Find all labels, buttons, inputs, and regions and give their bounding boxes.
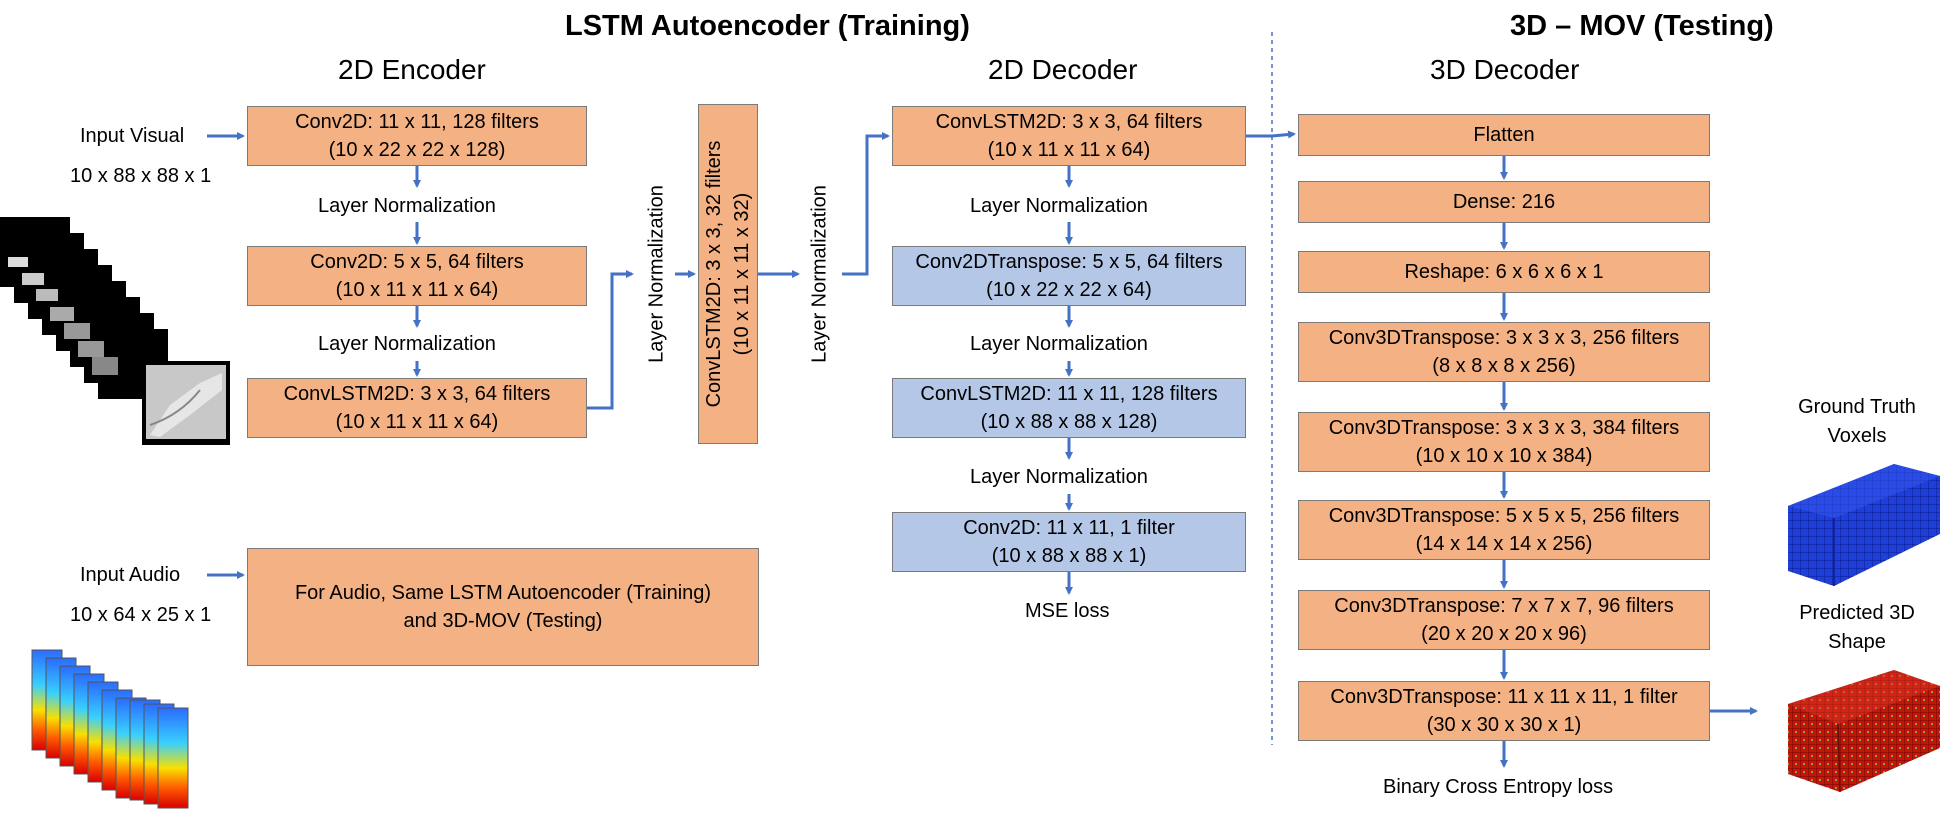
ground-truth-line-2: Voxels — [1827, 425, 1887, 447]
decoder-conv2d-title: Conv2D: 11 x 11, 1 filter — [963, 517, 1175, 539]
reshape-box: Reshape: 6 x 6 x 6 x 1 — [1298, 251, 1710, 293]
decoder-convlstm2d-1-title: ConvLSTM2D: 3 x 3, 64 filters — [935, 111, 1203, 133]
decoder-norm-2: Layer Normalization — [970, 333, 1148, 355]
encoder-norm-2: Layer Normalization — [318, 333, 496, 355]
conv3dtranspose-5-title: Conv3DTranspose: 11 x 11 x 11, 1 filter — [1330, 686, 1678, 708]
conv3dtranspose-4-shape: (20 x 20 x 20 x 96) — [1421, 623, 1587, 645]
audio-frames-icon — [31, 649, 189, 809]
conv3dtranspose-1-title: Conv3DTranspose: 3 x 3 x 3, 256 filters — [1328, 327, 1680, 349]
audio-note-line-2: and 3D-MOV (Testing) — [403, 610, 603, 632]
encoder-heading: 2D Encoder — [338, 54, 486, 85]
mse-loss-label: MSE loss — [1025, 600, 1110, 622]
encoder-conv2d-2-shape: (10 x 11 x 11 x 64) — [335, 279, 499, 301]
ground-truth-voxel-icon — [1788, 464, 1940, 586]
decoder-norm-1: Layer Normalization — [970, 195, 1148, 217]
input-audio-shape: 10 x 64 x 25 x 1 — [70, 604, 212, 626]
decoder-conv2dtranspose: Conv2DTranspose: 5 x 5, 64 filters (10 x… — [892, 246, 1246, 306]
audio-note-box: For Audio, Same LSTM Autoencoder (Traini… — [247, 548, 759, 666]
ground-truth-line-1: Ground Truth — [1798, 396, 1916, 418]
conv3dtranspose-3: Conv3DTranspose: 5 x 5 x 5, 256 filters … — [1298, 500, 1710, 560]
decoder3d-heading: 3D Decoder — [1430, 54, 1580, 85]
predicted-voxel-icon — [1788, 670, 1940, 793]
decoder-conv2d: Conv2D: 11 x 11, 1 filter (10 x 88 x 88 … — [892, 512, 1246, 572]
predicted-line-2: Shape — [1828, 631, 1886, 653]
bce-loss-label: Binary Cross Entropy loss — [1383, 776, 1614, 798]
decoder-convlstm2d-1-shape: (10 x 11 x 11 x 64) — [987, 139, 1151, 161]
decoder-convlstm2d-1: ConvLSTM2D: 3 x 3, 64 filters (10 x 11 x… — [892, 106, 1246, 166]
conv3dtranspose-1: Conv3DTranspose: 3 x 3 x 3, 256 filters … — [1298, 322, 1710, 382]
decoder-norm-3: Layer Normalization — [970, 466, 1148, 488]
encoder-conv2d-2-title: Conv2D: 5 x 5, 64 filters — [310, 251, 524, 273]
encoder-convlstm2d: ConvLSTM2D: 3 x 3, 64 filters (10 x 11 x… — [247, 378, 587, 438]
visual-frames-icon — [0, 217, 230, 445]
conv3dtranspose-5: Conv3DTranspose: 11 x 11 x 11, 1 filter … — [1298, 681, 1710, 741]
flatten-box: Flatten — [1298, 114, 1710, 156]
decoder2d-heading: 2D Decoder — [988, 54, 1138, 85]
encoder-conv2d-1-title: Conv2D: 11 x 11, 128 filters — [295, 111, 539, 133]
conv3dtranspose-5-shape: (30 x 30 x 30 x 1) — [1426, 714, 1582, 736]
dense-box: Dense: 216 — [1298, 181, 1710, 223]
decoder-conv2dtranspose-title: Conv2DTranspose: 5 x 5, 64 filters — [915, 251, 1223, 273]
training-title: LSTM Autoencoder (Training) — [565, 10, 970, 42]
input-visual-shape: 10 x 88 x 88 x 1 — [70, 165, 212, 187]
bottleneck-convlstm2d: ConvLSTM2D: 3 x 3, 32 filters (10 x 11 x… — [698, 104, 758, 444]
conv3dtranspose-4: Conv3DTranspose: 7 x 7 x 7, 96 filters (… — [1298, 590, 1710, 650]
input-visual-label: Input Visual — [80, 125, 185, 147]
testing-title: 3D – MOV (Testing) — [1510, 10, 1774, 42]
conv3dtranspose-2-shape: (10 x 10 x 10 x 384) — [1415, 445, 1593, 467]
conv3dtranspose-1-shape: (8 x 8 x 8 x 256) — [1432, 355, 1576, 377]
decoder-conv2d-shape: (10 x 88 x 88 x 1) — [991, 545, 1147, 567]
encoder-convlstm2d-title: ConvLSTM2D: 3 x 3, 64 filters — [283, 383, 551, 405]
encoder-conv2d-2: Conv2D: 5 x 5, 64 filters (10 x 11 x 11 … — [247, 246, 587, 306]
conv3dtranspose-3-title: Conv3DTranspose: 5 x 5 x 5, 256 filters — [1328, 505, 1680, 527]
decoder-convlstm2d-2: ConvLSTM2D: 11 x 11, 128 filters (10 x 8… — [892, 378, 1246, 438]
input-audio-label: Input Audio — [80, 564, 181, 586]
encoder-convlstm2d-shape: (10 x 11 x 11 x 64) — [335, 411, 499, 433]
conv3dtranspose-2: Conv3DTranspose: 3 x 3 x 3, 384 filters … — [1298, 412, 1710, 472]
predicted-line-1: Predicted 3D — [1799, 602, 1915, 624]
decoder-convlstm2d-2-title: ConvLSTM2D: 11 x 11, 128 filters — [920, 383, 1218, 405]
conv3dtranspose-4-title: Conv3DTranspose: 7 x 7 x 7, 96 filters — [1334, 595, 1674, 617]
flatten-label: Flatten — [1473, 124, 1535, 146]
conv3dtranspose-2-title: Conv3DTranspose: 3 x 3 x 3, 384 filters — [1328, 417, 1680, 439]
encoder-conv2d-1: Conv2D: 11 x 11, 128 filters (10 x 22 x … — [247, 106, 587, 166]
reshape-label: Reshape: 6 x 6 x 6 x 1 — [1404, 261, 1604, 283]
decoder-conv2dtranspose-shape: (10 x 22 x 22 x 64) — [986, 279, 1152, 301]
predicted-label: Predicted 3D Shape — [1762, 602, 1947, 654]
decoder-convlstm2d-2-shape: (10 x 88 x 88 x 128) — [980, 411, 1158, 433]
encoder-conv2d-1-shape: (10 x 22 x 22 x 128) — [328, 139, 506, 161]
audio-note-line-1: For Audio, Same LSTM Autoencoder (Traini… — [294, 582, 712, 604]
conv3dtranspose-3-shape: (14 x 14 x 14 x 256) — [1415, 533, 1593, 555]
dense-label: Dense: 216 — [1452, 191, 1556, 213]
encoder-norm-1: Layer Normalization — [318, 195, 496, 217]
ground-truth-label: Ground Truth Voxels — [1762, 396, 1947, 448]
